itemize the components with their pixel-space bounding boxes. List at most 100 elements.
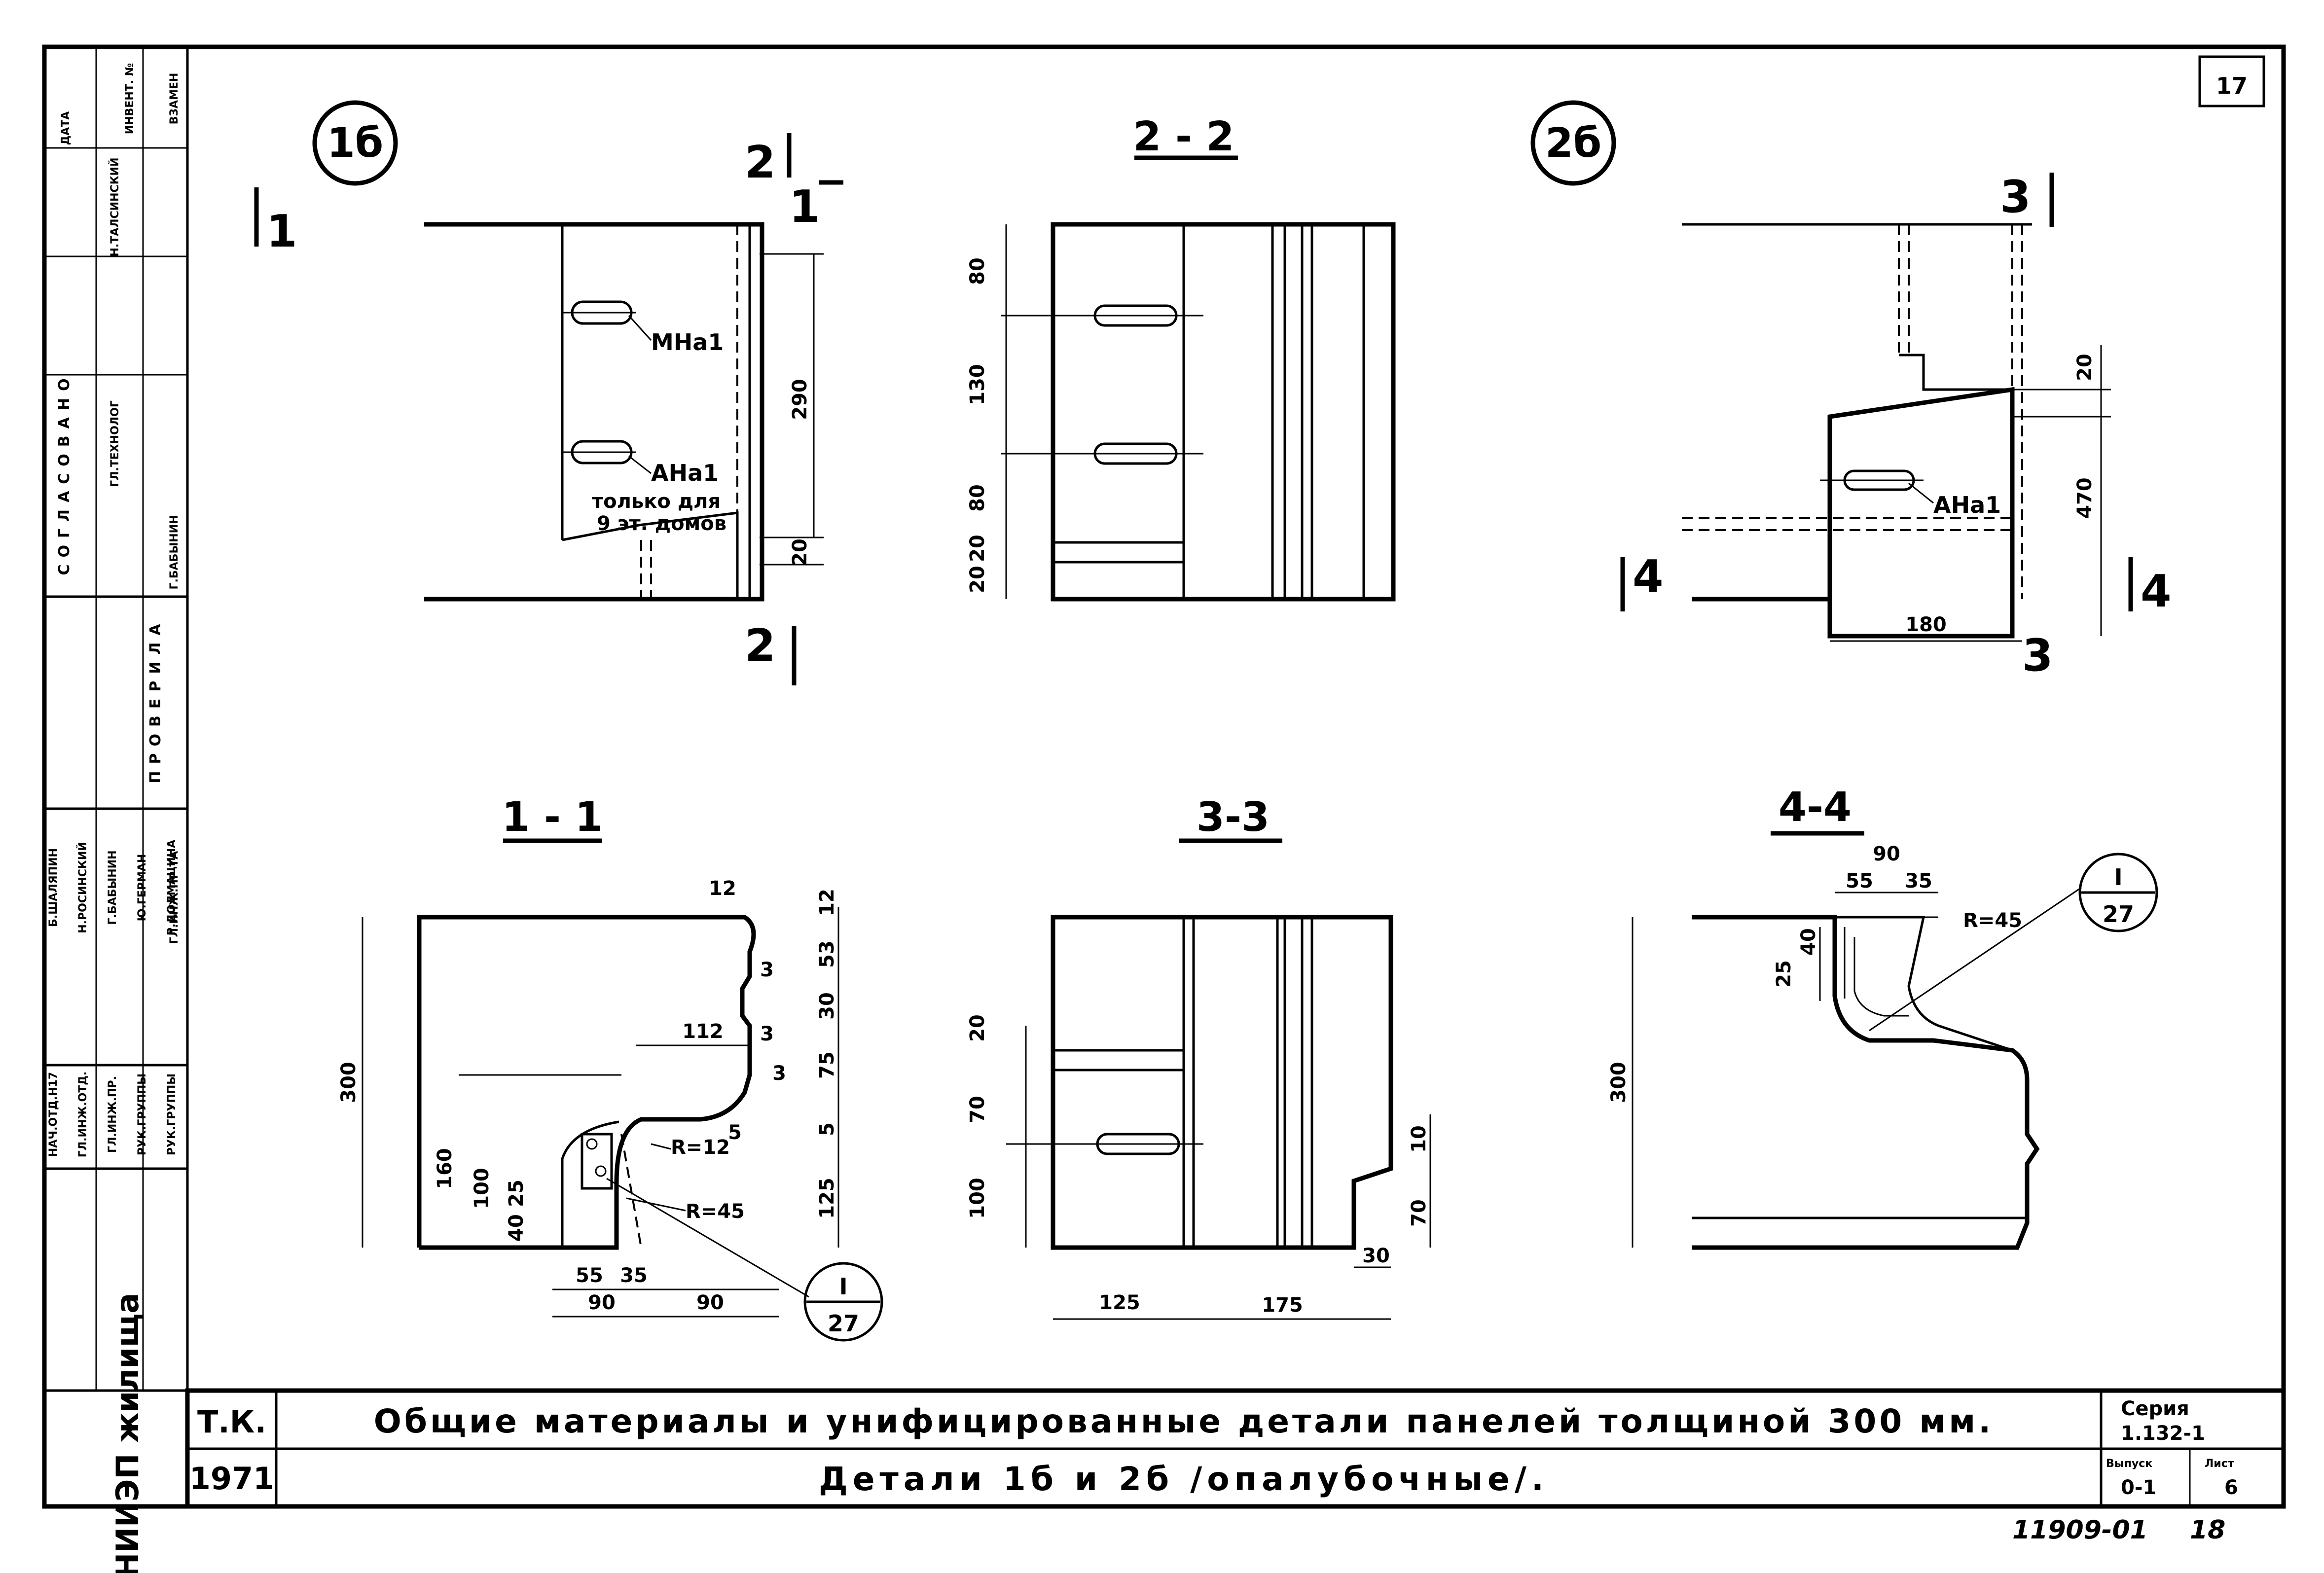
title-block: Т.К. 1971 Общие материалы и унифицирован… — [185, 1388, 2286, 1509]
sheet-label: Лист — [2205, 1458, 2234, 1470]
stamp-role-3: РУК.ГРУППЫ — [136, 1073, 148, 1155]
view-1b-cut-bottom: 2 — [745, 620, 776, 672]
view-4-4-title: 4-4 — [1779, 784, 1852, 831]
view-2-2-dim-20b: 20 — [966, 566, 989, 593]
view-2-2-dim-20a: 20 — [966, 535, 989, 562]
sheet-value: 6 — [2224, 1476, 2238, 1499]
view-1-1-r45: R=45 — [686, 1200, 745, 1223]
view-1b-cut-top-left: 1 — [266, 206, 297, 257]
series-label: Серия — [2121, 1397, 2189, 1420]
view-2b-mark-circle — [1530, 100, 1616, 186]
view-1-1-dim-90b: 90 — [696, 1291, 724, 1314]
stamp-name-2: Г.БАБЫНИН — [107, 851, 119, 925]
view-4-4-ref-bottom: 27 — [2103, 901, 2134, 928]
view-1-1-dim-40: 40 — [505, 1214, 528, 1242]
stamp-inventory: ИНВЕНТ. № — [124, 63, 136, 135]
series-value: 1.132-1 — [2121, 1422, 2205, 1445]
view-1-1: 1 - 1 12 53 30 75 5 125 12 3 3 3 5 300 1… — [337, 794, 883, 1342]
view-4-4-dim-25: 25 — [1773, 960, 1795, 988]
view-2b-cut-right: 4 — [2141, 566, 2172, 617]
view-2b-cut-top: 3 — [2000, 171, 2031, 223]
view-4-4-r45: R=45 — [1963, 909, 2022, 932]
stamp-checked-role-0: ГЛ.ИНЖ.ПР-ТА — [168, 851, 181, 944]
view-2b-dim-180: 180 — [1905, 613, 1947, 636]
view-3-3-title: 3-3 — [1197, 794, 1270, 841]
view-1-1-dim-100: 100 — [471, 1168, 493, 1209]
view-2b-dim-470: 470 — [2073, 477, 2096, 519]
view-4-4-dim-55: 55 — [1846, 870, 1873, 893]
issue-label: Выпуск — [2106, 1458, 2152, 1470]
sheet-number-box — [2198, 55, 2265, 107]
view-1-1-dim-r53: 53 — [816, 940, 838, 968]
view-3-3-dim-20: 20 — [966, 1014, 989, 1042]
view-1-1-dim-300: 300 — [337, 1062, 360, 1103]
view-1-1-dim-s12: 12 — [709, 877, 736, 900]
view-1-1-dim-s3b: 3 — [760, 1023, 774, 1045]
view-4-4-ref-top: I — [2114, 864, 2122, 891]
view-1-1-title: 1 - 1 — [502, 794, 603, 841]
view-2-2: 2 - 2 80 130 80 20 20 — [966, 113, 1396, 602]
view-2b-mark: 2б — [1545, 120, 1601, 167]
issue-value: 0-1 — [2121, 1476, 2156, 1499]
view-1-1-r12: R=12 — [671, 1136, 730, 1159]
stamp-role-1: ГЛ.ИНЖ.ОТД. — [77, 1072, 89, 1157]
view-1-1-ref-bottom: 27 — [828, 1310, 859, 1337]
view-4-4-dim-40: 40 — [1797, 928, 1820, 956]
view-2b-cut-left: 4 — [1633, 551, 1664, 603]
view-4-4-dim-35: 35 — [1905, 870, 1932, 893]
view-1-1-dim-25: 25 — [505, 1180, 528, 1207]
view-1b-note-2: 9 эт. домов — [597, 512, 726, 535]
view-1b-note-1: только для — [592, 490, 721, 513]
view-3-3-dim-175: 175 — [1262, 1294, 1303, 1317]
view-3-3-dim-70b: 70 — [1408, 1199, 1430, 1227]
view-3-3-dim-100: 100 — [966, 1178, 989, 1219]
view-4-4-dim-90: 90 — [1873, 843, 1900, 865]
view-1-1-dim-90a: 90 — [588, 1291, 616, 1314]
stamp-replacement: ВЗАМЕН — [168, 73, 181, 125]
view-4-4: 4-4 90 55 35 40 25 300 R=45 I 27 — [1607, 784, 2158, 1250]
stamp-checked-role-1: Г.БАБЫНИН — [168, 515, 181, 590]
stamp-page: 18 — [2190, 1515, 2225, 1545]
view-1b-cut-top-right: 1 — [789, 181, 820, 233]
view-1-1-dim-35: 35 — [620, 1264, 648, 1287]
stamp-role-4: РУК.ГРУППЫ — [166, 1073, 178, 1155]
view-2-2-dim-130: 130 — [966, 364, 989, 405]
view-2-2-title: 2 - 2 — [1133, 113, 1234, 160]
title-line-1: Общие материалы и унифицированные детали… — [374, 1402, 1994, 1440]
view-1-1-dim-s5: 5 — [728, 1121, 742, 1144]
stamp-name-1: Н.РОСИНСКИЙ — [76, 842, 89, 933]
view-1b-mark: 1б — [327, 120, 383, 167]
view-1-1-dim-55: 55 — [576, 1264, 603, 1287]
view-1-1-dim-r125: 125 — [816, 1178, 838, 1219]
view-1-1-dim-s3c: 3 — [772, 1062, 786, 1085]
stamp-checked: ПРОВЕРИЛА — [147, 617, 164, 783]
view-1b-mark-circle — [312, 100, 398, 186]
view-1b-cut-top-mid: 2 — [745, 137, 776, 188]
view-1b-dim-290: 290 — [789, 379, 811, 420]
view-2b-dim-20: 20 — [2073, 354, 2096, 381]
view-3-3-dim-10: 10 — [1408, 1125, 1430, 1153]
stamp-agreed-role-0: ГЛ.ТЕХНОЛОГ — [109, 400, 121, 487]
stamp-org: ЦНИИЭП жилища — [109, 1293, 145, 1573]
view-3-3-dim-30: 30 — [1362, 1245, 1390, 1267]
view-1b-part-bottom: АНа1 — [651, 460, 719, 486]
stamp-name-3: Ю.ГЕРМАН — [136, 854, 148, 922]
sheet-frame — [42, 44, 2286, 1509]
title-line-2: Детали 1б и 2б /опалубочные/. — [819, 1460, 1549, 1498]
view-1-1-dim-r30: 30 — [816, 992, 838, 1020]
stamp-role-2: ГЛ.ИНЖ.ПР. — [107, 1076, 119, 1153]
view-3-3: 3-3 20 70 100 10 70 125 175 30 — [966, 794, 1431, 1320]
stamp-name-0: Б.ШАЛЯПИН — [47, 848, 60, 927]
sheet-number: 17 — [2216, 72, 2248, 99]
view-2b: 2б АНа1 20 470 180 3 3 4 4 — [1530, 100, 2172, 681]
view-1b-dim-20: 20 — [789, 538, 811, 566]
view-1-1-dim-r75: 75 — [816, 1051, 838, 1079]
view-3-3-dim-125: 125 — [1099, 1291, 1140, 1314]
view-1-1-ref-top: I — [839, 1273, 847, 1300]
view-2b-part: АНа1 — [1933, 492, 2001, 518]
year: 1971 — [189, 1461, 275, 1497]
view-4-4-ref-circle — [2078, 853, 2158, 932]
stamp-agreed-role-1: Н.ТАЛСИНСКИЙ — [109, 158, 121, 257]
stamp-date-col: ДАТА — [60, 111, 72, 145]
